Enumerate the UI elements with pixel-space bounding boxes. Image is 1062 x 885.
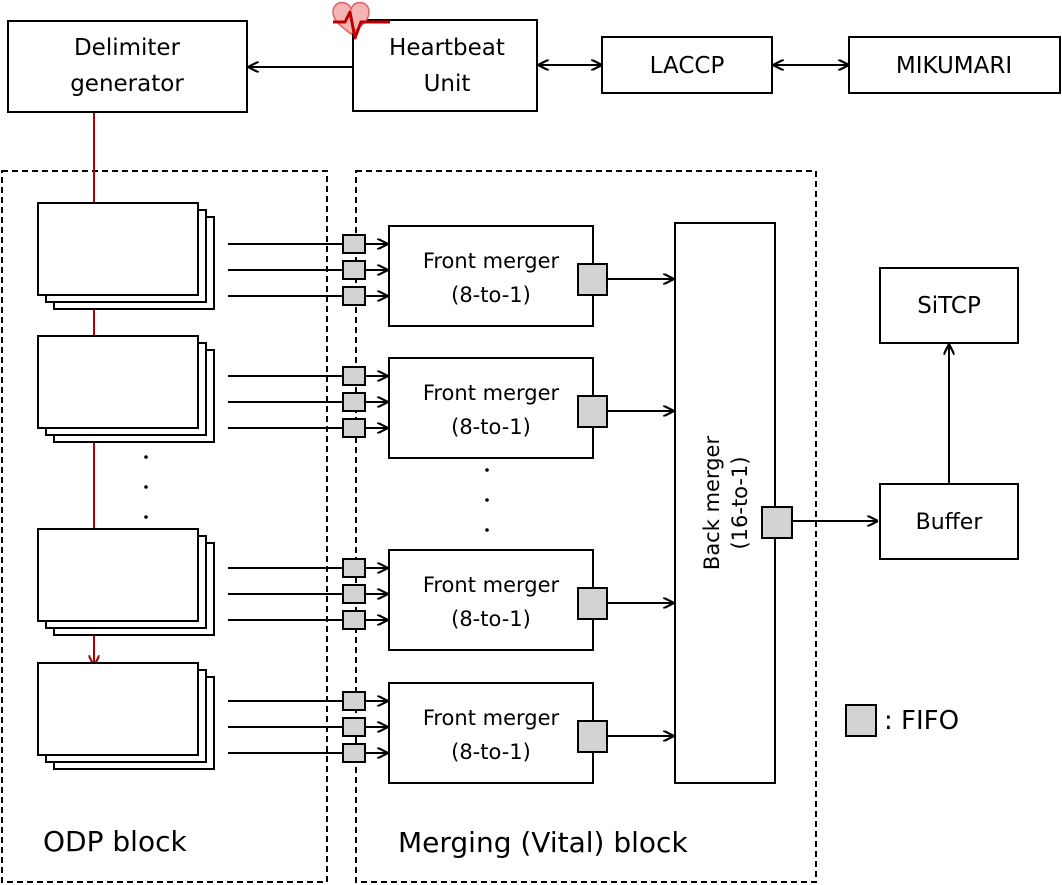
heartbeat-unit-label-1: Heartbeat [389, 35, 505, 61]
back-merger-fifo [761, 506, 793, 539]
output-fifo [577, 720, 608, 753]
merging-block-outline [355, 170, 817, 883]
front-merger-box [388, 682, 594, 784]
mikumari-box: MIKUMARI [848, 36, 1061, 94]
back-merger-label-1: Back merger [700, 436, 724, 571]
merger-ellipsis [485, 468, 489, 532]
front-merger-box [388, 225, 594, 327]
odp-block-label: ODP block [43, 825, 187, 858]
input-fifo [342, 558, 366, 578]
front-merger-label-2: (8-to-1) [451, 283, 531, 307]
odp-stack [37, 662, 215, 770]
heart-pulse-icon [332, 1, 390, 40]
delimiter-generator-label-1: Delimiter [74, 35, 181, 61]
input-fifo [342, 717, 366, 737]
front-merger: Front merger (8-to-1) [228, 225, 673, 327]
heartbeat-unit-label-2: Unit [424, 71, 471, 97]
odp-card [37, 202, 199, 296]
front-merger: Front merger (8-to-1) [228, 549, 673, 651]
sitcp-label: SiTCP [917, 293, 981, 319]
output-fifo [577, 395, 608, 428]
laccp-box: LACCP [601, 36, 773, 94]
odp-ellipsis [144, 455, 148, 519]
odp-card [37, 335, 199, 429]
fifo-legend-swatch [845, 704, 877, 737]
odp-stack [37, 335, 215, 443]
front-merger-box [388, 549, 594, 651]
delimiter-generator-label-2: generator [70, 71, 184, 97]
odp-card [37, 662, 199, 756]
front-merger: Front merger (8-to-1) [228, 682, 673, 784]
fifo-legend-label: : FIFO [884, 706, 959, 736]
output-fifo [577, 263, 608, 296]
input-fifo [342, 743, 366, 763]
sitcp-box: SiTCP [879, 267, 1019, 344]
input-fifo [342, 610, 366, 630]
odp-card [37, 528, 199, 622]
front-merger-label-2: (8-to-1) [451, 415, 531, 439]
output-fifo [577, 587, 608, 620]
fifo-legend: : FIFO [845, 704, 959, 737]
front-merger: Front merger (8-to-1) [228, 357, 673, 459]
input-fifo [342, 691, 366, 711]
laccp-label: LACCP [650, 53, 725, 79]
input-fifo [342, 234, 366, 254]
buffer-box: Buffer [879, 483, 1019, 560]
front-merger-label-1: Front merger [423, 381, 560, 405]
delimiter-generator-box: Delimiter generator [7, 20, 248, 113]
front-merger-label-1: Front merger [423, 249, 560, 273]
back-merger-box: Back merger (16-to-1) [674, 222, 776, 784]
input-fifo [342, 392, 366, 412]
input-fifo [342, 260, 366, 280]
front-mergers: Front merger (8-to-1) Front merger (8-to-1)… [228, 225, 673, 784]
odp-block-outline [1, 170, 328, 883]
buffer-label: Buffer [916, 510, 984, 535]
front-merger-label-1: Front merger [423, 706, 560, 730]
input-fifo [342, 584, 366, 604]
back-merger-label-2: (16-to-1) [728, 456, 752, 549]
odp-stack [37, 528, 215, 636]
input-fifo [342, 418, 366, 438]
front-merger-box [388, 357, 594, 459]
odp-stacks [37, 202, 215, 770]
odp-stack [37, 202, 215, 310]
front-merger-label-2: (8-to-1) [451, 740, 531, 764]
mikumari-label: MIKUMARI [896, 53, 1012, 79]
input-fifo [342, 286, 366, 306]
merging-block-label: Merging (Vital) block [398, 826, 688, 859]
input-fifo [342, 366, 366, 386]
heartbeat-unit-box: Heartbeat Unit [352, 19, 538, 112]
front-merger-label-1: Front merger [423, 573, 560, 597]
front-merger-label-2: (8-to-1) [451, 607, 531, 631]
